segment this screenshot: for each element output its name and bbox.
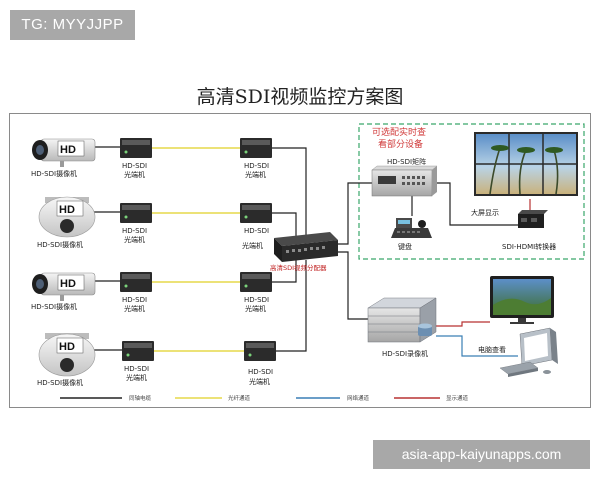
transceiver-label-R4b: 光端机 bbox=[249, 377, 270, 386]
transceiver-label-R2a: HD-SDI bbox=[244, 227, 269, 235]
coax-links-right bbox=[272, 147, 520, 352]
camera-label-2: HD-SDI摄像机 bbox=[37, 240, 83, 249]
transceiver-label-R3a: HD-SDI bbox=[244, 296, 269, 304]
transceiver-label-R4a: HD-SDI bbox=[248, 368, 273, 376]
transceiver-L2 bbox=[120, 203, 152, 223]
coax-links-left bbox=[91, 146, 122, 351]
legend-label-network: 网络通道 bbox=[347, 394, 370, 402]
camera-badge: HD bbox=[60, 144, 76, 156]
legend-label-coax: 同轴电缆 bbox=[129, 394, 152, 402]
pc-computer bbox=[499, 327, 558, 377]
hd-sdi-recorder-device bbox=[367, 297, 437, 343]
transceiver-R2 bbox=[240, 203, 272, 223]
camera-badge: HD bbox=[60, 278, 76, 290]
bullet-camera-1: HD bbox=[32, 138, 96, 167]
camera-badge: HD bbox=[59, 341, 75, 353]
optional-note-line1: 可选配实时查 bbox=[372, 126, 426, 138]
bullet-camera-3: HD bbox=[32, 272, 96, 301]
legend: 同轴电缆 光纤通道 网络通道 显示通道 bbox=[60, 394, 469, 402]
transceiver-R1 bbox=[240, 138, 272, 158]
transceiver-label-L2b: 光端机 bbox=[124, 235, 145, 244]
transceiver-label-L4a: HD-SDI bbox=[124, 365, 149, 373]
dome-camera-2: HD bbox=[38, 196, 96, 238]
pc-label: 电脑查看 bbox=[478, 345, 506, 354]
watermark-top-badge: TG: MYYJJPP bbox=[10, 10, 135, 40]
keyboard-label: 键盘 bbox=[398, 242, 412, 251]
camera-label-3: HD-SDI摄像机 bbox=[31, 302, 77, 311]
sdi-hdmi-converter-device bbox=[518, 210, 548, 228]
matrix-label: HD-SDI矩阵 bbox=[387, 157, 426, 166]
legend-label-display: 显示通道 bbox=[446, 394, 469, 402]
video-wall-display bbox=[474, 132, 578, 196]
legend-label-fiber: 光纤通道 bbox=[228, 394, 251, 402]
recorder-label: HD-SDI录像机 bbox=[382, 349, 428, 358]
converter-label: SDI-HDMI转换器 bbox=[502, 242, 556, 251]
transceiver-label-L2a: HD-SDI bbox=[122, 227, 147, 235]
transceiver-label-L4b: 光端机 bbox=[126, 373, 147, 382]
sdi-splitter-device bbox=[274, 232, 338, 262]
transceiver-label-R3b: 光端机 bbox=[245, 304, 266, 313]
hd-sdi-matrix-device bbox=[371, 165, 438, 197]
camera-label-4: HD-SDI摄像机 bbox=[37, 378, 83, 387]
transceiver-label-L1a: HD-SDI bbox=[122, 162, 147, 170]
transceiver-label-L3a: HD-SDI bbox=[122, 296, 147, 304]
transceiver-label-R1b: 光端机 bbox=[245, 170, 266, 179]
splitter-label: 高清SDI视频分配器 bbox=[270, 263, 327, 272]
diagram-title: 高清SDI视频监控方案图 bbox=[196, 86, 404, 108]
transceiver-label-R2b: 光端机 bbox=[242, 241, 263, 250]
transceivers bbox=[120, 138, 276, 361]
network-links bbox=[436, 335, 518, 357]
optional-note-line2: 看部分设备 bbox=[378, 138, 423, 150]
watermark-bottom-badge: asia-app-kaiyunapps.com bbox=[373, 440, 590, 469]
transceiver-R4 bbox=[244, 341, 276, 361]
transceiver-label-L1b: 光端机 bbox=[124, 170, 145, 179]
camera-label-1: HD-SDI摄像机 bbox=[31, 169, 77, 178]
dome-camera-4: HD bbox=[38, 333, 96, 377]
control-keyboard-device bbox=[391, 218, 432, 238]
transceiver-R3 bbox=[240, 272, 272, 292]
transceiver-label-R1a: HD-SDI bbox=[244, 162, 269, 170]
transceiver-L4 bbox=[122, 341, 154, 361]
camera-badge: HD bbox=[59, 204, 75, 216]
fiber-links bbox=[152, 147, 244, 352]
transceiver-L1 bbox=[120, 138, 152, 158]
transceiver-label-L3b: 光端机 bbox=[124, 304, 145, 313]
display-monitor bbox=[490, 276, 554, 324]
transceiver-L3 bbox=[120, 272, 152, 292]
big-screen-label: 大屏显示 bbox=[471, 208, 499, 217]
optional-equipment-box bbox=[358, 123, 585, 260]
display-links bbox=[436, 199, 531, 327]
